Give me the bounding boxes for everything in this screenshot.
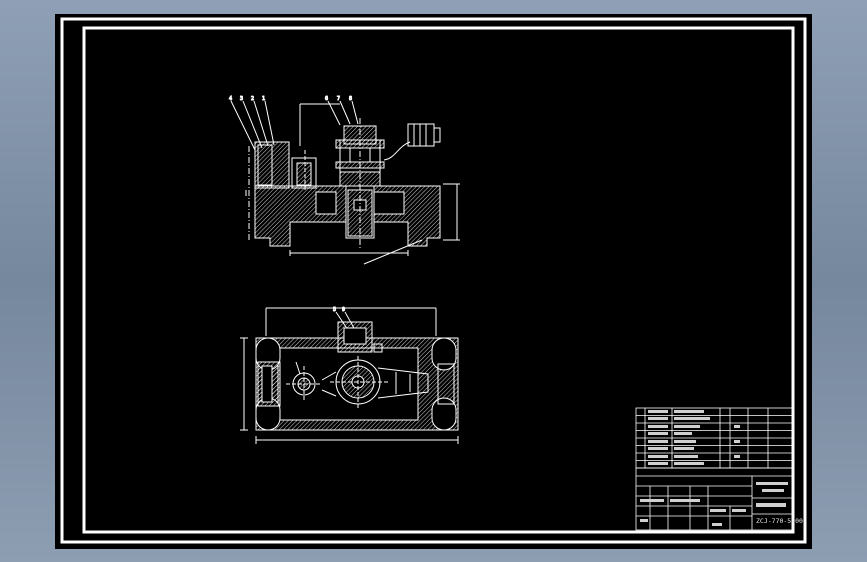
svg-text:6: 6 <box>325 96 328 102</box>
svg-text:8: 8 <box>349 96 352 102</box>
leader-lines-top: 6 7 8 <box>299 96 359 146</box>
outer-border <box>60 17 807 544</box>
front-section-view: 4 3 2 1 6 7 8 <box>229 96 460 265</box>
svg-text:1: 1 <box>262 96 265 102</box>
svg-text:7: 7 <box>337 96 340 102</box>
svg-text:9: 9 <box>342 307 345 313</box>
drawing-number: ZCJ-770-5-00 <box>756 517 803 525</box>
svg-text:4: 4 <box>229 96 232 102</box>
svg-text:3: 3 <box>240 96 243 102</box>
parts-list-rows <box>636 415 792 461</box>
top-view: 5 9 <box>240 307 459 444</box>
svg-text:5: 5 <box>333 307 336 313</box>
cad-drawing: 4 3 2 1 6 7 8 <box>60 17 807 544</box>
title-block <box>635 407 793 531</box>
svg-text:2: 2 <box>251 96 254 102</box>
drawing-sheet: 4 3 2 1 6 7 8 <box>55 14 812 549</box>
inner-border <box>82 26 795 534</box>
leader-lines-left: 4 3 2 1 <box>229 96 275 151</box>
